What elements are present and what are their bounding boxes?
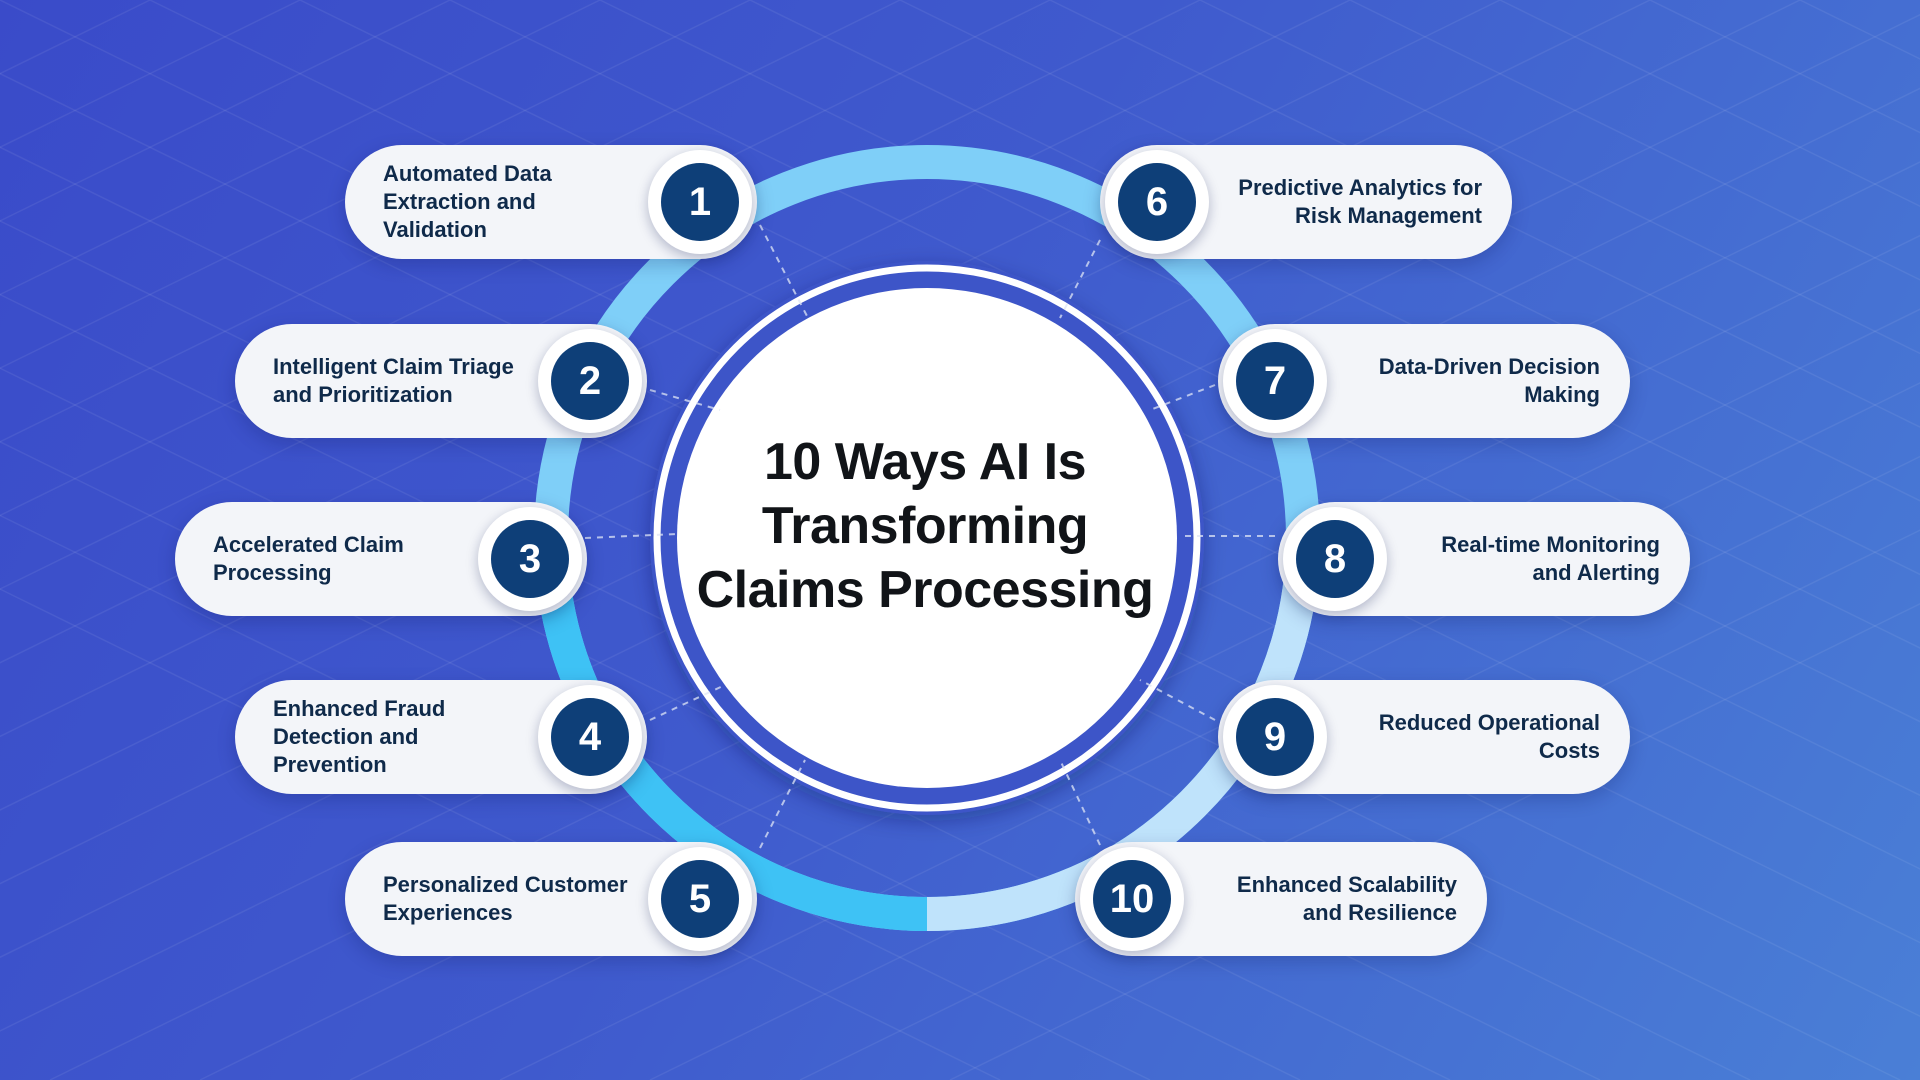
item-label: Accelerated Claim Processing	[213, 532, 404, 585]
number-badge: 5	[648, 847, 752, 951]
item-label: Enhanced Scalability and Resilience	[1236, 872, 1457, 925]
item-label: Intelligent Claim Triage and Prioritizat…	[273, 354, 514, 407]
title-line: 10 Ways AI Is	[763, 433, 1087, 491]
connector-line	[649, 684, 726, 721]
grid-line	[1199, 0, 1920, 355]
item-label: Predictive Analytics for Risk Management	[1238, 175, 1482, 228]
item-10-card: Enhanced Scalability and Resilience 10	[1075, 842, 1487, 956]
outer-ring-bright-segment	[534, 537, 928, 931]
item-number: 2	[551, 342, 629, 420]
grid-line	[0, 0, 601, 296]
number-badge: 9	[1223, 685, 1327, 789]
item-number: 5	[661, 860, 739, 938]
title-line: Transforming	[761, 497, 1089, 555]
number-badge: 6	[1105, 150, 1209, 254]
number-badge: 4	[538, 685, 642, 789]
number-badge: 10	[1080, 847, 1184, 951]
item-6-card: Predictive Analytics for Risk Management…	[1100, 145, 1512, 259]
item-4-card: Enhanced Fraud Detection and Prevention …	[235, 680, 647, 794]
item-number: 8	[1296, 520, 1374, 598]
number-badge: 2	[538, 329, 642, 433]
item-3-card: Accelerated Claim Processing 3	[175, 502, 587, 616]
item-number: 9	[1236, 698, 1314, 776]
item-label: Automated Data Extraction and Validation	[383, 161, 552, 242]
connector-lines	[584, 224, 1275, 849]
item-label: Enhanced Fraud Detection and Prevention	[273, 696, 446, 777]
connector-line	[759, 224, 809, 319]
item-number: 6	[1118, 163, 1196, 241]
connector-line	[584, 533, 678, 539]
item-label: Reduced Operational Costs	[1378, 710, 1600, 763]
number-badge: 1	[648, 150, 752, 254]
inner-ring-outline	[653, 264, 1201, 812]
grid-line	[1349, 0, 1920, 281]
item-number: 7	[1236, 342, 1314, 420]
connector-line	[1059, 759, 1101, 846]
item-number: 3	[491, 520, 569, 598]
number-badge: 7	[1223, 329, 1327, 433]
grid-line	[1499, 0, 1920, 208]
connector-line	[1139, 679, 1216, 721]
item-label: Real-time Monitoring and Alerting	[1441, 532, 1660, 585]
connector-line	[1059, 239, 1101, 319]
outer-ring-pale-segment	[926, 537, 1320, 931]
grid-line	[0, 0, 451, 222]
item-2-card: Intelligent Claim Triage and Prioritizat…	[235, 324, 647, 438]
diagram-title: 10 Ways AI Is Transforming Claims Proces…	[690, 430, 1160, 622]
connector-line	[759, 759, 806, 849]
item-8-card: Real-time Monitoring and Alerting 8	[1278, 502, 1690, 616]
item-7-card: Data-Driven Decision Making 7	[1218, 324, 1630, 438]
item-label: Data-Driven Decision Making	[1378, 354, 1600, 407]
item-label: Personalized Customer Experiences	[383, 872, 628, 925]
number-badge: 8	[1283, 507, 1387, 611]
number-badge: 3	[478, 507, 582, 611]
connector-line	[649, 389, 721, 411]
title-line: Claims Processing	[696, 561, 1154, 619]
item-9-card: Reduced Operational Costs 9	[1218, 680, 1630, 794]
item-number: 1	[661, 163, 739, 241]
center-disc	[677, 288, 1177, 788]
item-5-card: Personalized Customer Experiences 5	[345, 842, 757, 956]
item-1-card: Automated Data Extraction and Validation…	[345, 145, 757, 259]
item-number: 10	[1093, 860, 1171, 938]
item-number: 4	[551, 698, 629, 776]
